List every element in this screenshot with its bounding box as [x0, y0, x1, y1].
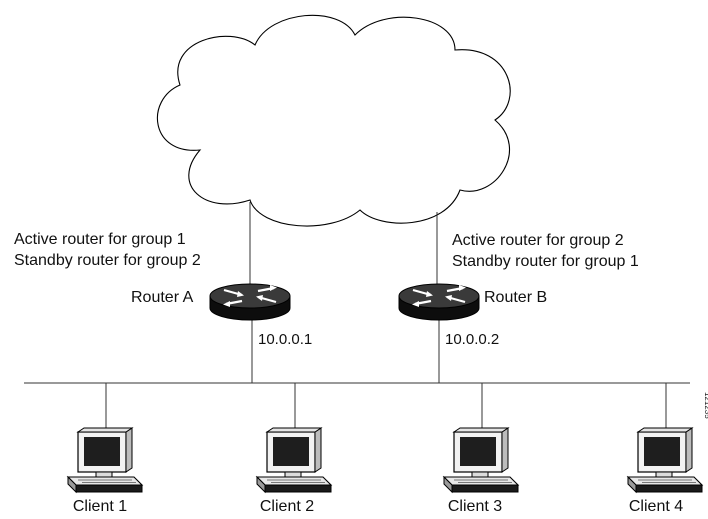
router-a-role-line1: Active router for group 1 — [14, 231, 186, 248]
router-b-role-line2: Standby router for group 1 — [452, 253, 639, 270]
client-4-label: Client 4 — [628, 498, 684, 515]
client-3-label: Client 3 — [447, 498, 503, 515]
router-a-name: Router A — [131, 289, 194, 306]
network-cloud — [156, 14, 511, 227]
router-b-icon — [398, 283, 480, 321]
client-1-icon — [67, 427, 143, 493]
router-b-name: Router B — [484, 289, 548, 306]
router-b-ip: 10.0.0.2 — [445, 331, 500, 348]
router-a-role-line2: Standby router for group 2 — [14, 252, 201, 269]
client-4-icon — [627, 427, 703, 493]
figure-id: 121235 — [703, 392, 708, 419]
client-2-label: Client 2 — [259, 498, 315, 515]
client-3-icon — [443, 427, 519, 493]
router-b-role-line1: Active router for group 2 — [452, 232, 624, 249]
client-2-icon — [256, 427, 332, 493]
client-1-label: Client 1 — [72, 498, 128, 515]
router-a-icon — [209, 283, 291, 321]
router-a-ip: 10.0.0.1 — [258, 331, 313, 348]
